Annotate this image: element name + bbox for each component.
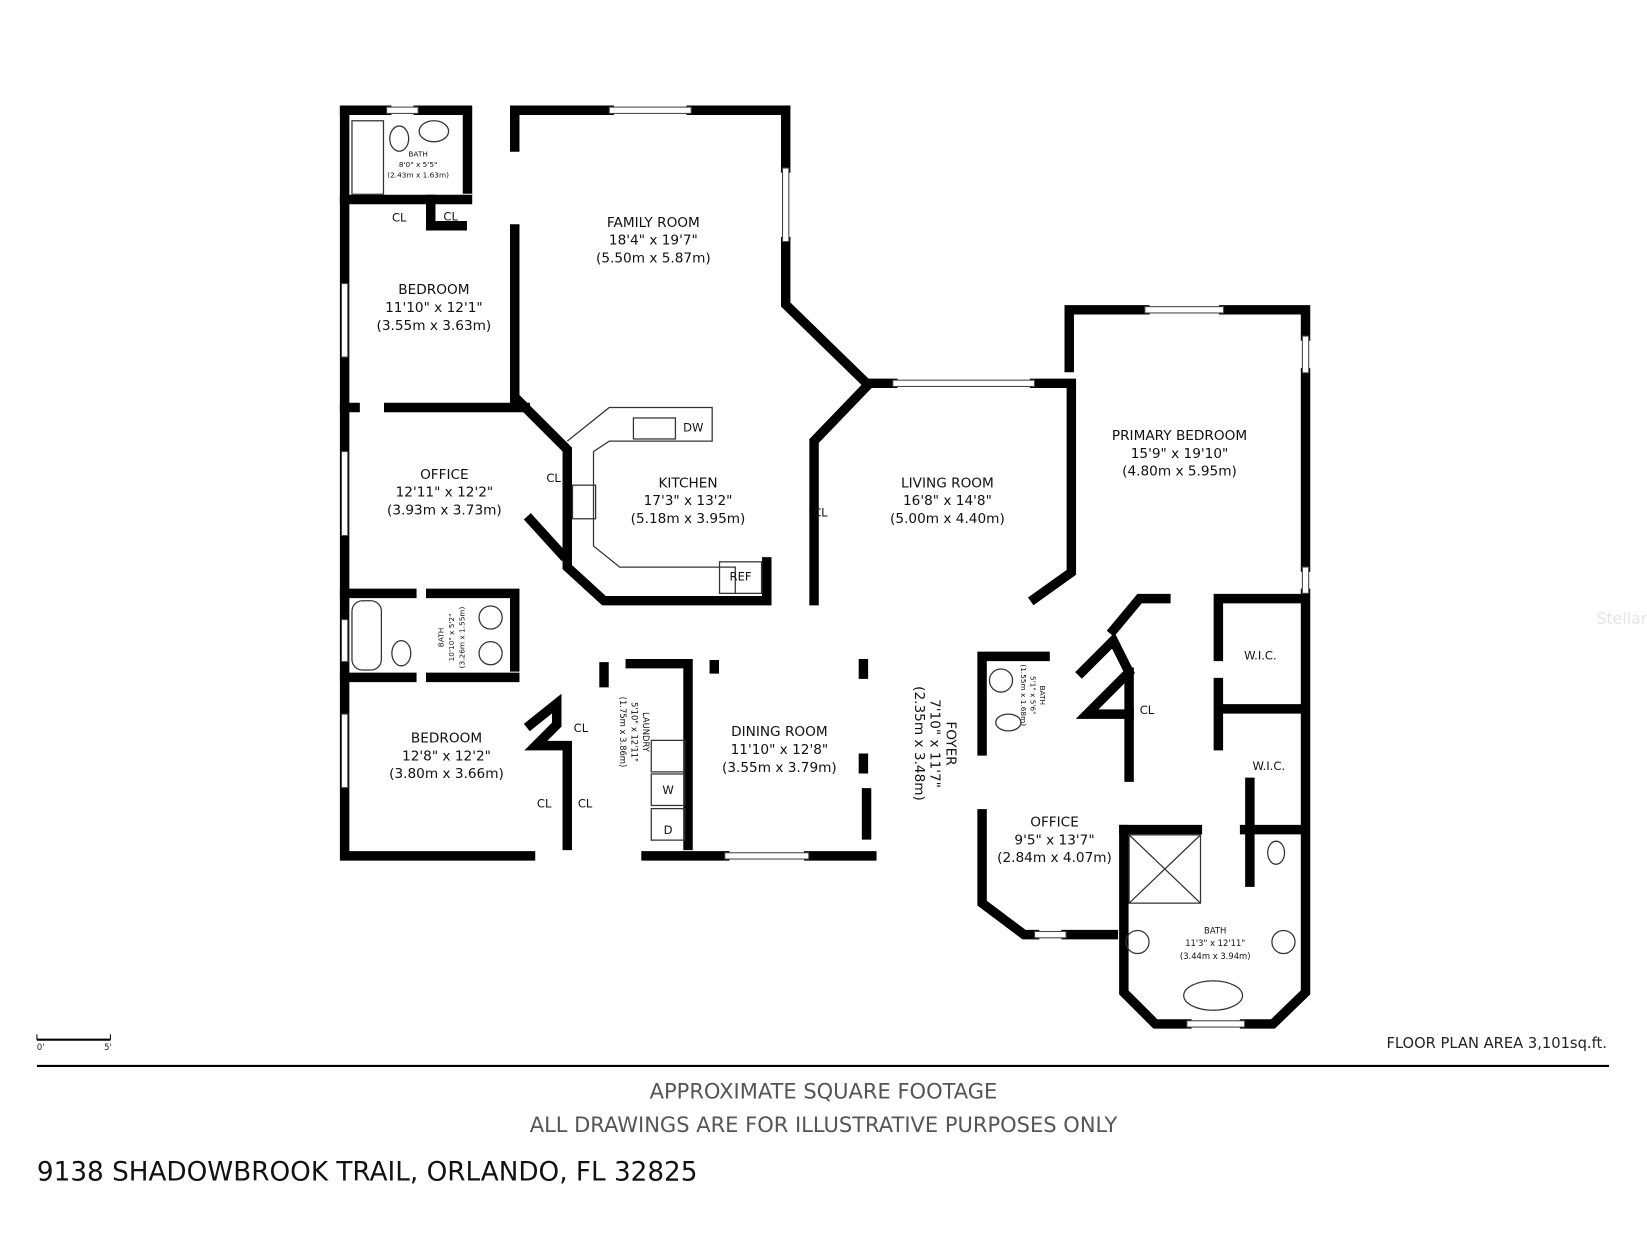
- svg-text:15'9" x 19'10": 15'9" x 19'10": [1131, 446, 1229, 462]
- floor-plan-area: FLOOR PLAN AREA 3,101sq.ft.: [1386, 1035, 1606, 1052]
- room-label-office-left: OFFICE 12'11" x 12'2" (3.93m x 3.73m): [387, 467, 502, 519]
- svg-text:BEDROOM: BEDROOM: [411, 730, 482, 746]
- svg-text:(1.55m x 1.68m): (1.55m x 1.68m): [1019, 664, 1028, 726]
- svg-text:12'8" x 12'2": 12'8" x 12'2": [402, 748, 491, 764]
- svg-text:5'10" x 12'11": 5'10" x 12'11": [629, 702, 639, 762]
- fixture-labels: CL CL CL CL CL CL CL CL DW REF W D W.I.C…: [392, 210, 1285, 837]
- walls: [339, 105, 1311, 1029]
- room-label-laundry: LAUNDRY 5'10" x 12'11" (1.75m x 3.86m): [618, 697, 651, 768]
- footer-line-2: ALL DRAWINGS ARE FOR ILLUSTRATIVE PURPOS…: [530, 1113, 1118, 1137]
- svg-text:BEDROOM: BEDROOM: [398, 282, 469, 298]
- svg-text:PRIMARY BEDROOM: PRIMARY BEDROOM: [1112, 428, 1247, 444]
- svg-text:5'1" x 5'6": 5'1" x 5'6": [1028, 676, 1037, 715]
- svg-text:10'10" x 5'2": 10'10" x 5'2": [447, 614, 456, 662]
- svg-text:9'5" x 13'7": 9'5" x 13'7": [1014, 832, 1094, 848]
- svg-text:8'0" x 5'5": 8'0" x 5'5": [399, 160, 438, 169]
- room-label-bath-mid: BATH 10'10" x 5'2" (3.26m x 1.55m): [436, 606, 466, 668]
- closet-label: CL: [392, 211, 407, 225]
- walk-in-closet-label: W.I.C.: [1252, 759, 1285, 773]
- svg-text:(5.50m x 5.87m): (5.50m x 5.87m): [596, 251, 711, 267]
- svg-text:(5.00m x 4.40m): (5.00m x 4.40m): [890, 511, 1005, 527]
- svg-text:18'4" x 19'7": 18'4" x 19'7": [609, 233, 698, 249]
- room-label-dining-room: DINING ROOM 11'10" x 12'8" (3.55m x 3.79…: [722, 724, 837, 776]
- svg-text:11'10" x 12'1": 11'10" x 12'1": [385, 300, 483, 316]
- room-label-living-room: LIVING ROOM 16'8" x 14'8" (5.00m x 4.40m…: [890, 475, 1005, 527]
- svg-text:BATH: BATH: [408, 149, 427, 158]
- room-label-kitchen: KITCHEN 17'3" x 13'2" (5.18m x 3.95m): [631, 475, 746, 527]
- svg-text:(2.43m x 1.63m): (2.43m x 1.63m): [387, 170, 449, 179]
- property-address: 9138 SHADOWBROOK TRAIL, ORLANDO, FL 3282…: [37, 1157, 698, 1187]
- svg-text:OFFICE: OFFICE: [1030, 814, 1079, 830]
- room-label-half-bath: BATH 5'1" x 5'6" (1.55m x 1.68m): [1019, 664, 1047, 726]
- svg-text:16'8" x 14'8": 16'8" x 14'8": [903, 493, 992, 509]
- svg-text:BATH: BATH: [1204, 926, 1226, 936]
- room-label-bedroom-bottom: BEDROOM 12'8" x 12'2" (3.80m x 3.66m): [389, 730, 504, 782]
- scale-bar: 0' 5': [36, 1034, 112, 1052]
- svg-text:BATH: BATH: [436, 628, 445, 647]
- room-label-family-room: FAMILY ROOM 18'4" x 19'7" (5.50m x 5.87m…: [596, 215, 711, 267]
- windows: [340, 106, 1310, 1028]
- washer-label: W: [662, 783, 674, 797]
- svg-text:11'10" x 12'8": 11'10" x 12'8": [731, 742, 829, 758]
- closet-label: CL: [813, 506, 828, 520]
- dishwasher-label: DW: [683, 421, 704, 435]
- svg-text:12'11" x 12'2": 12'11" x 12'2": [396, 485, 494, 501]
- dryer-label: D: [664, 823, 673, 837]
- closet-label: CL: [443, 210, 458, 224]
- svg-text:5': 5': [104, 1042, 112, 1052]
- svg-text:LAUNDRY: LAUNDRY: [641, 712, 651, 753]
- closet-label: CL: [546, 471, 561, 485]
- walk-in-closet-label: W.I.C.: [1244, 649, 1277, 663]
- room-label-bath-top: BATH 8'0" x 5'5" (2.43m x 1.63m): [387, 149, 449, 179]
- svg-text:FOYER: FOYER: [942, 721, 958, 766]
- svg-text:(3.44m x 3.94m): (3.44m x 3.94m): [1180, 951, 1251, 961]
- svg-text:OFFICE: OFFICE: [420, 467, 469, 483]
- svg-text:11'3" x 12'11": 11'3" x 12'11": [1185, 938, 1245, 948]
- svg-text:(3.80m x 3.66m): (3.80m x 3.66m): [389, 766, 504, 782]
- svg-text:(2.84m x 4.07m): (2.84m x 4.07m): [997, 850, 1112, 866]
- svg-text:(3.55m x 3.79m): (3.55m x 3.79m): [722, 760, 837, 776]
- footer-line-1: APPROXIMATE SQUARE FOOTAGE: [650, 1079, 998, 1103]
- room-label-office-right: OFFICE 9'5" x 13'7" (2.84m x 4.07m): [997, 814, 1112, 866]
- watermark: StellarMLS: [1596, 609, 1647, 628]
- svg-text:(1.75m x 3.86m): (1.75m x 3.86m): [618, 697, 628, 768]
- closet-label: CL: [574, 721, 589, 735]
- closet-label: CL: [1140, 703, 1155, 717]
- room-label-primary-bath: BATH 11'3" x 12'11" (3.44m x 3.94m): [1180, 926, 1251, 961]
- svg-text:0': 0': [37, 1042, 45, 1052]
- fixtures: [351, 120, 1296, 1011]
- svg-text:(5.18m x 3.95m): (5.18m x 3.95m): [631, 511, 746, 527]
- svg-text:7'10" x 11'7": 7'10" x 11'7": [927, 699, 943, 788]
- svg-text:(3.26m x 1.55m): (3.26m x 1.55m): [457, 606, 466, 668]
- svg-text:KITCHEN: KITCHEN: [658, 475, 717, 491]
- refrigerator-label: REF: [730, 570, 752, 584]
- svg-text:DINING ROOM: DINING ROOM: [731, 724, 828, 740]
- closet-label: CL: [537, 797, 552, 811]
- svg-text:LIVING ROOM: LIVING ROOM: [901, 475, 994, 491]
- svg-text:FAMILY ROOM: FAMILY ROOM: [607, 215, 700, 231]
- svg-text:(3.93m x 3.73m): (3.93m x 3.73m): [387, 503, 502, 519]
- closet-label: CL: [578, 797, 593, 811]
- svg-text:BATH: BATH: [1038, 685, 1047, 704]
- svg-text:(3.55m x 3.63m): (3.55m x 3.63m): [377, 318, 492, 334]
- room-label-foyer: FOYER 7'10" x 11'7" (2.35m x 3.48m): [911, 686, 959, 801]
- svg-text:(4.80m x 5.95m): (4.80m x 5.95m): [1122, 464, 1237, 480]
- room-label-primary-bedroom: PRIMARY BEDROOM 15'9" x 19'10" (4.80m x …: [1112, 428, 1247, 480]
- room-label-bedroom-top: BEDROOM 11'10" x 12'1" (3.55m x 3.63m): [377, 282, 492, 334]
- svg-text:17'3" x 13'2": 17'3" x 13'2": [644, 493, 733, 509]
- svg-text:(2.35m x 3.48m): (2.35m x 3.48m): [911, 686, 927, 801]
